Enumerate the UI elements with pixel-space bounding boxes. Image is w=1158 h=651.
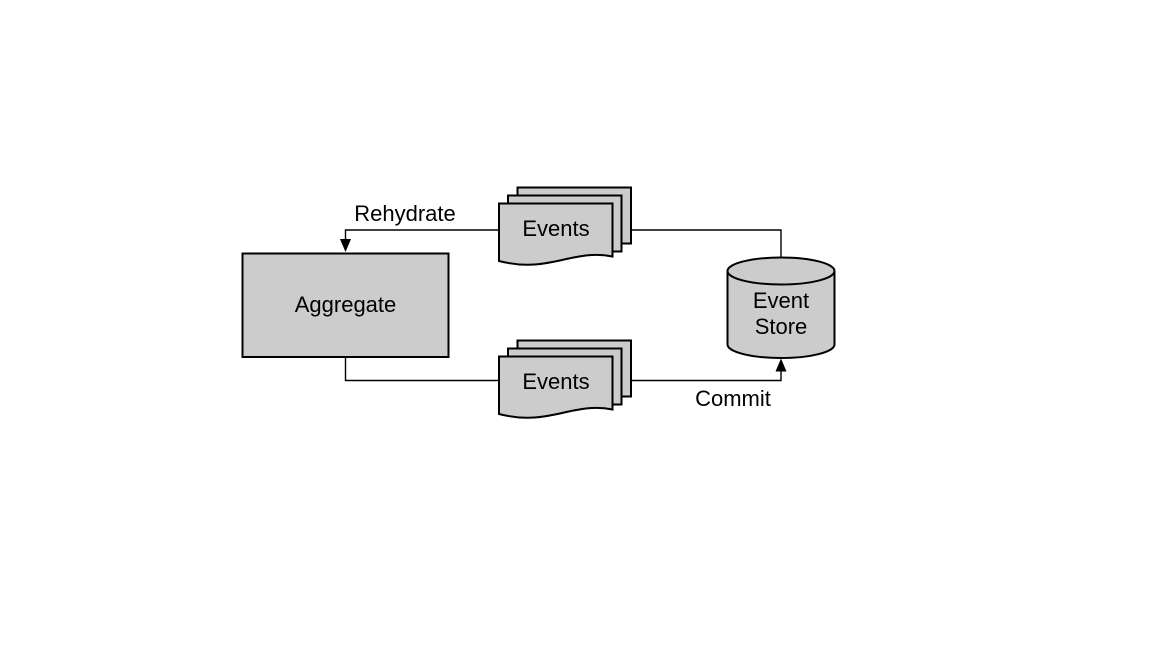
arrow-up-icon: [775, 358, 787, 372]
node-events-rehydrate: [498, 186, 632, 266]
events-bottom-document: [498, 355, 614, 419]
node-aggregate: [241, 252, 450, 358]
arrow-down-icon: [340, 239, 351, 252]
events-top-document: [498, 202, 614, 266]
aggregate-box: [241, 252, 450, 358]
event-store-cylinder: [726, 256, 836, 359]
node-event-store: [726, 256, 836, 359]
node-events-commit: [498, 339, 632, 419]
event-store-cylinder-lid-arc: [726, 270, 836, 286]
